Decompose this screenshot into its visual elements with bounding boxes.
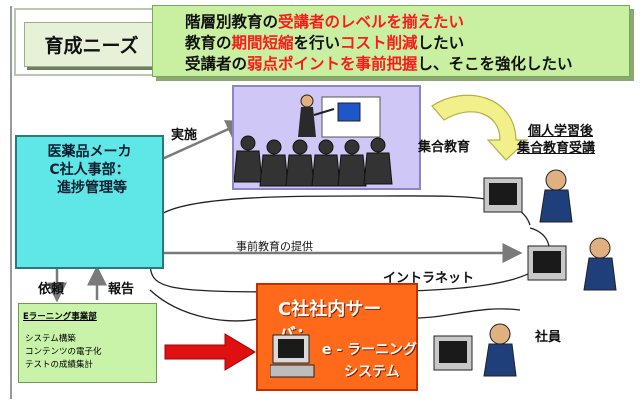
network-curve-server [149,289,263,322]
after-personal-label-1: 個人学習後 [528,124,594,139]
elearning-system-label-1: e - ラーニング [322,342,418,358]
server-computer-icon [270,334,315,378]
banner-segment: し、そこを強化したい [417,55,573,73]
elearning-dept-item: コンテンツの電子化 [25,347,102,357]
employee-label: 社員 [535,330,562,345]
elearning-system-label-2: システム [344,364,400,380]
banner-segment: 期間短縮 [231,34,294,52]
banner-segment: したい [417,34,465,52]
needs-banner: 階層別教育の受講者のレベルを揃えたい 教育の期間短縮を行いコスト削減したい 受講… [152,5,630,77]
employee-workstation-icon [527,237,617,291]
banner-segment: 受講者のレベルを揃えたい [278,13,465,31]
intranet-label: イントラネット [383,271,475,286]
banner-line-3: 受講者の弱点ポイントを事前把握し、そこを強化したい [185,52,573,74]
employee-workstation-icon [483,169,573,223]
company-hr-box: 医薬品メーカ C社人事部： 進捗管理等 [15,135,164,269]
elearning-dept-title: Eラーニング事業部 [23,312,97,322]
implement-label: 実施 [171,128,198,143]
banner-segment: 受講者の [185,55,248,73]
cycle-arrow [431,94,529,161]
group-education-box [232,85,421,190]
red-arrow [164,333,256,371]
employee-workstation-icon [433,323,517,377]
banner-line-1: 階層別教育の受講者のレベルを揃えたい [185,10,464,32]
banner-segment: 弱点ポイントを事前把握 [247,55,418,73]
company-line-1: 医薬品メーカ [47,144,132,160]
left-frame-line [10,6,12,399]
elearning-dept-item: テストの成績集計 [25,360,94,370]
banner-segment: 教育の [185,34,232,52]
prior-education-label: 事前教育の提供 [236,240,313,253]
company-line-2: C社人事部： [49,162,130,178]
banner-segment: を行い [293,34,341,52]
elearning-dept-item: システム構築 [25,334,76,344]
elearning-dept-box: Eラーニング事業部 システム構築 コンテンツの電子化 テストの成績集計 [18,303,157,383]
implement-arrow [159,120,247,162]
report-label: 報告 [108,282,135,297]
group-education-label: 集合教育 [418,140,471,155]
banner-segment: 階層別教育の [185,13,279,31]
request-label: 依頼 [38,282,65,297]
after-personal-label-2: 集合教育受講 [517,141,596,156]
banner-line-2: 教育の期間短縮を行いコスト削減したい [185,31,464,53]
banner-segment: コスト削減 [340,34,418,52]
company-line-3: 進捗管理等 [57,180,127,196]
network-curve-employee [413,308,521,319]
classroom-illustration [233,94,393,187]
server-box: C社社内サーバ： e - ラーニング システム [256,283,418,391]
